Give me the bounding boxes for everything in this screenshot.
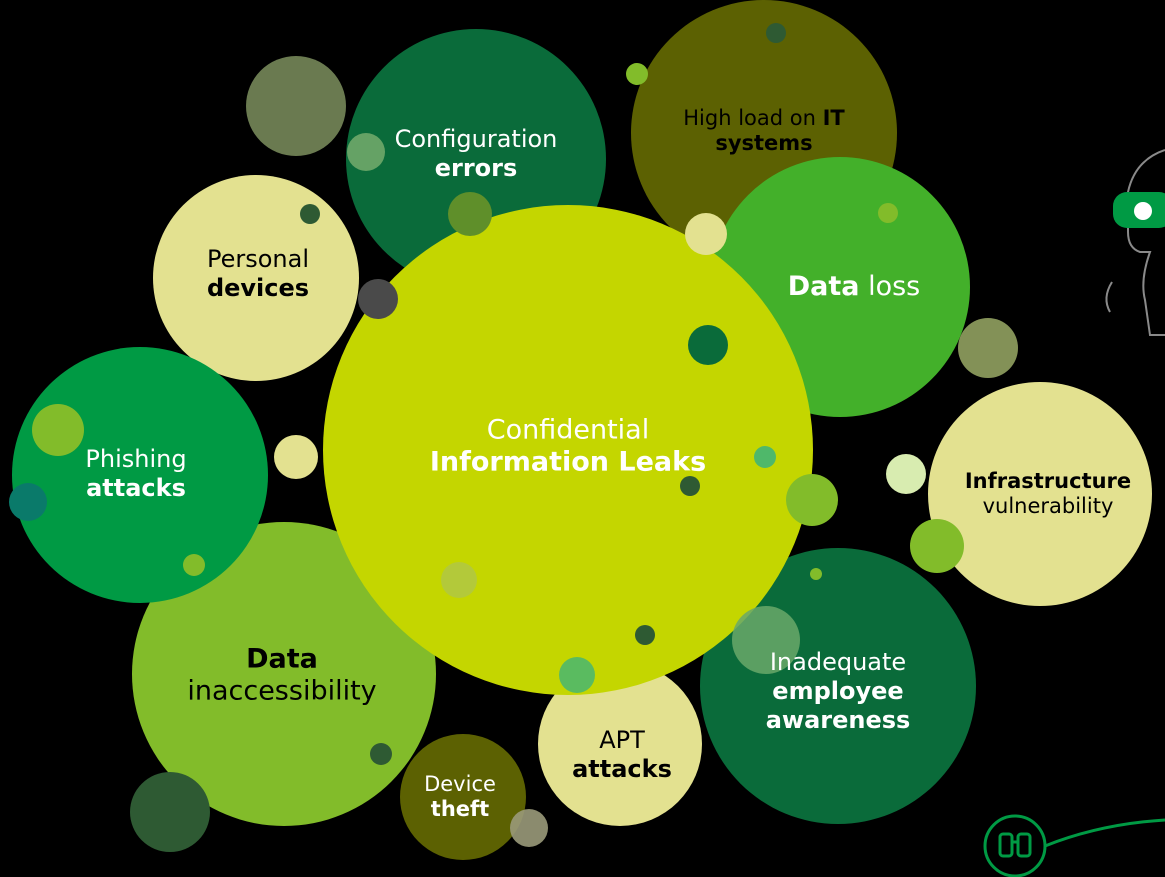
data-inaccessibility-line1: Data xyxy=(246,643,318,675)
device-theft-label: Device theft xyxy=(424,772,496,822)
bubble-phishing xyxy=(12,347,268,603)
dot xyxy=(635,625,655,645)
apt-line1: APT xyxy=(599,726,645,755)
data-loss-bold: Data xyxy=(787,270,860,302)
employee-awareness-line3: awareness xyxy=(765,705,911,734)
dot xyxy=(370,743,392,765)
high-load-line2: systems xyxy=(715,131,813,155)
dot xyxy=(910,519,964,573)
bubble-apt xyxy=(538,662,702,826)
binoculars-icon xyxy=(983,814,1165,877)
infrastructure-line2: vulnerability xyxy=(982,494,1114,518)
high-load-it: IT xyxy=(822,105,845,130)
apt-line2: attacks xyxy=(572,755,672,783)
bubble-data-inaccessibility xyxy=(132,522,436,826)
configuration-line2: errors xyxy=(434,154,518,182)
dot xyxy=(685,213,727,255)
employee-awareness-label: Inadequate employee awareness xyxy=(766,648,911,734)
dot xyxy=(32,404,84,456)
dot xyxy=(766,23,786,43)
personal-devices-label: Personal devices xyxy=(207,245,309,303)
dot xyxy=(130,772,210,852)
device-theft-line2: theft xyxy=(430,797,490,821)
dot xyxy=(626,63,648,85)
employee-awareness-line1: Inadequate xyxy=(769,647,907,676)
configuration-label: Configuration errors xyxy=(395,125,558,183)
dot xyxy=(688,325,728,365)
device-theft-line1: Device xyxy=(424,771,496,796)
configuration-line1: Configuration xyxy=(394,125,558,154)
dot xyxy=(246,56,346,156)
personal-devices-line2: devices xyxy=(206,274,310,302)
dot xyxy=(274,435,318,479)
dot xyxy=(732,606,800,674)
bubble-infrastructure xyxy=(928,382,1152,606)
data-loss-plain: loss xyxy=(859,270,921,302)
dot xyxy=(183,554,205,576)
dot xyxy=(510,809,548,847)
center-line2: Information Leaks xyxy=(429,447,707,478)
employee-awareness-line2: employee xyxy=(772,676,904,705)
apt-label: APT attacks xyxy=(572,726,672,784)
high-load-line1: High load on xyxy=(683,105,823,130)
dot xyxy=(441,562,477,598)
center-topic-label: Confidential Information Leaks xyxy=(430,415,706,480)
data-inaccessibility-label: Data inaccessibility xyxy=(187,644,376,709)
phishing-label: Phishing attacks xyxy=(85,445,186,503)
dot xyxy=(680,476,700,496)
dot xyxy=(958,318,1018,378)
dot xyxy=(448,192,492,236)
dot xyxy=(9,483,47,521)
dot xyxy=(358,279,398,319)
data-inaccessibility-line2: inaccessibility xyxy=(187,676,377,707)
robot-icon xyxy=(1105,149,1165,336)
dot xyxy=(810,568,822,580)
center-line1: Confidential xyxy=(486,414,650,446)
high-load-label: High load on IT systems xyxy=(683,106,844,156)
bubble-personal-devices xyxy=(153,175,359,381)
data-loss-label: Data loss xyxy=(788,271,921,303)
phishing-line2: attacks xyxy=(86,474,186,502)
dot xyxy=(878,203,898,223)
dot xyxy=(347,133,385,171)
dot xyxy=(300,204,320,224)
infrastructure-line1: Infrastructure xyxy=(964,468,1132,493)
dot xyxy=(886,454,926,494)
dot xyxy=(786,474,838,526)
infrastructure-label: Infrastructure vulnerability xyxy=(965,469,1131,519)
bubble-device-theft xyxy=(400,734,526,860)
dot xyxy=(559,657,595,693)
phishing-line1: Phishing xyxy=(85,445,187,474)
personal-devices-line1: Personal xyxy=(206,245,310,274)
dot xyxy=(754,446,776,468)
